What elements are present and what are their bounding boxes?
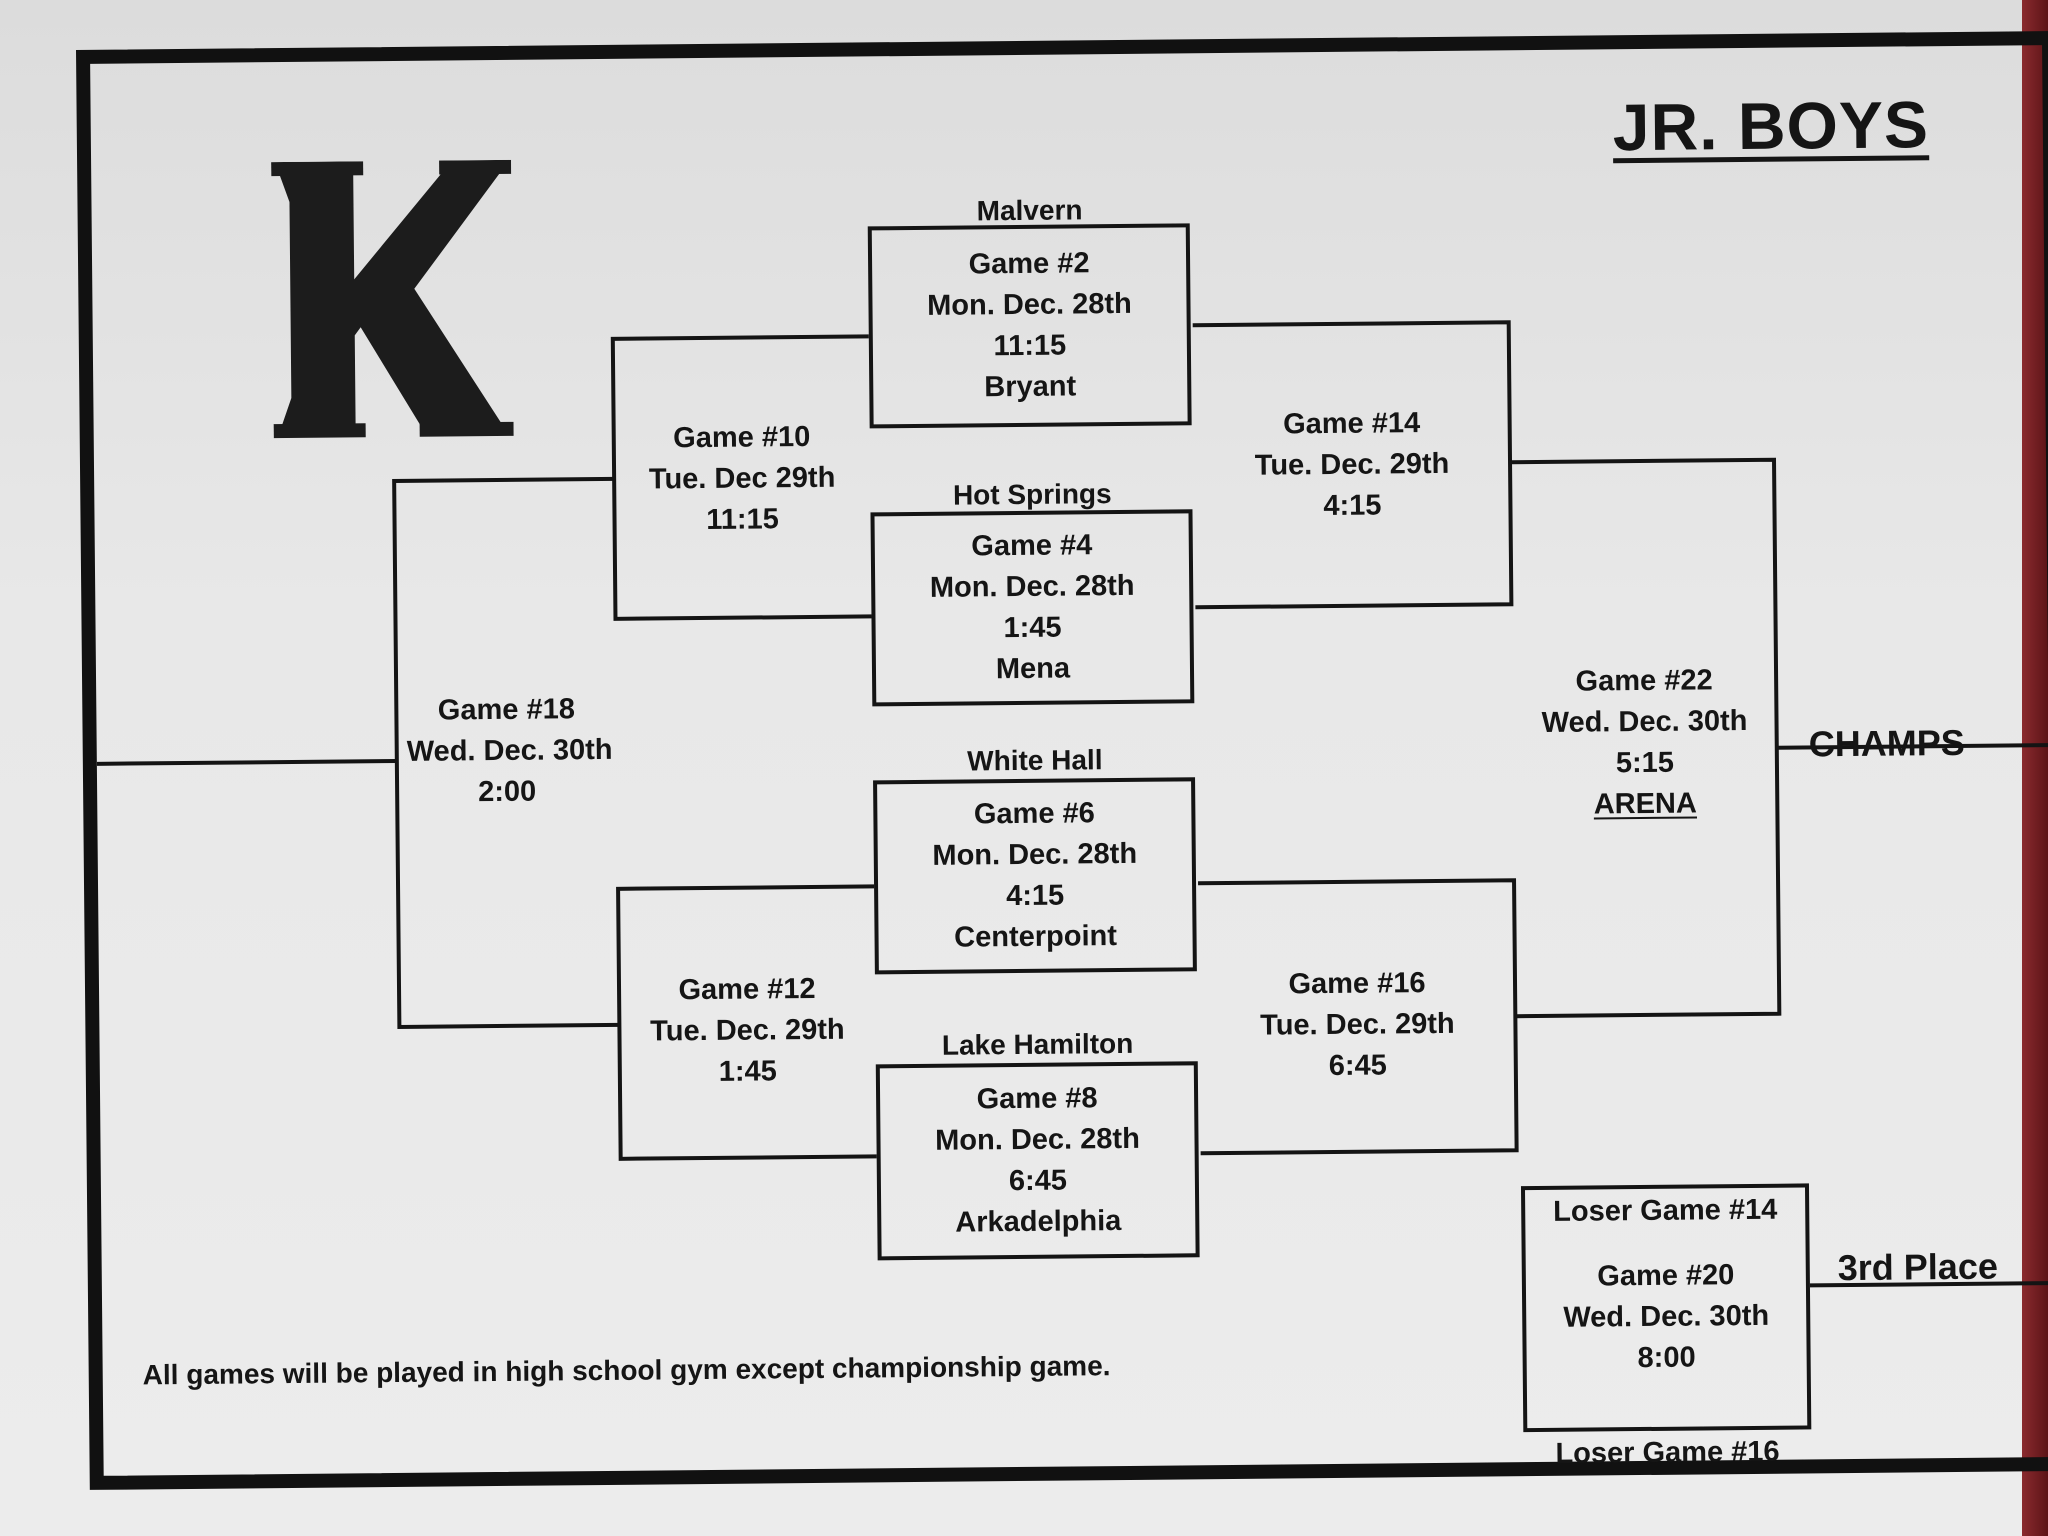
game-label-22: Game #22 Wed. Dec. 30th 5:15 ARENA	[1522, 660, 1768, 826]
game-box-2: Game #2 Mon. Dec. 28th 11:15 Bryant	[867, 223, 1192, 429]
loser-source-top: Loser Game #14	[1553, 1193, 1778, 1228]
game-date: Tue. Dec. 29th	[650, 1013, 845, 1048]
game-time: 11:15	[706, 503, 779, 536]
loser-source-bottom: Loser Game #16	[1555, 1435, 1780, 1470]
third-place-label: 3rd Place	[1837, 1245, 1999, 1289]
game-label-10: Game #10 Tue. Dec 29th 11:15	[624, 416, 861, 541]
game-time: 5:15	[1615, 746, 1675, 780]
game-number: Game #10	[673, 420, 811, 455]
team-label-top: Hot Springs	[952, 478, 1112, 511]
game-date: Wed. Dec. 30th	[406, 733, 613, 768]
game-number: Game #6	[973, 797, 1095, 831]
game-number: Game #4	[971, 529, 1093, 563]
game-date: Wed. Dec. 30th	[1541, 704, 1748, 739]
game-number: Game #16	[1288, 967, 1426, 1001]
game-number: Game #12	[678, 972, 816, 1007]
game-number: Game #2	[968, 247, 1090, 281]
champions-label: CHAMPS	[1808, 721, 1965, 765]
game-label-12: Game #12 Tue. Dec. 29th 1:45	[629, 968, 866, 1093]
table-edge	[2022, 0, 2048, 1536]
game-box-20: Loser Game #14 Game #20 Wed. Dec. 30th 8…	[1520, 1183, 1812, 1433]
team-label-top: White Hall	[967, 744, 1103, 777]
game-box-4: Game #4 Mon. Dec. 28th 1:45 Mena	[870, 509, 1195, 707]
game-venue: ARENA	[1593, 787, 1698, 821]
team-label-bottom: Bryant	[984, 370, 1077, 404]
game-number: Game #8	[976, 1082, 1098, 1116]
bracket-lines	[96, 320, 2048, 1288]
game-date: Wed. Dec. 30th	[1563, 1299, 1770, 1334]
game-label-18: Game #18 Wed. Dec. 30th 2:00	[406, 689, 613, 814]
game-date: Mon. Dec. 28th	[927, 287, 1132, 322]
page-border: JR. BOYS Malvern Game #2 Mon. Dec. 28	[76, 30, 2048, 1490]
game-number: Game #14	[1282, 407, 1421, 441]
team-label-top: Malvern	[976, 194, 1083, 227]
team-label-bottom: Arkadelphia	[955, 1205, 1122, 1239]
game-time: 6:45	[1008, 1164, 1068, 1198]
game-time: 4:15	[1005, 879, 1065, 913]
game-number: Game #22	[1575, 664, 1713, 698]
game-time: 1:45	[718, 1055, 778, 1088]
game-date: Tue. Dec. 29th	[1260, 1007, 1455, 1042]
game-label-16: Game #16 Tue. Dec. 29th 6:45	[1209, 962, 1506, 1088]
game-label-14: Game #14 Tue. Dec. 29th 4:15	[1203, 402, 1500, 528]
game-time: 1:45	[1003, 611, 1062, 645]
game-date: Mon. Dec. 28th	[932, 837, 1138, 872]
game-box-6: Game #6 Mon. Dec. 28th 4:15 Centerpoint	[873, 777, 1197, 975]
game-number: Game #20	[1597, 1259, 1735, 1293]
team-label-top: Lake Hamilton	[941, 1027, 1134, 1061]
game-box-8: Game #8 Mon. Dec. 28th 6:45 Arkadelphia	[875, 1061, 1200, 1261]
game-number: Game #18	[437, 693, 576, 727]
game-time: 4:15	[1323, 489, 1382, 523]
game-date: Mon. Dec. 28th	[935, 1122, 1140, 1157]
team-label-bottom: Mena	[995, 652, 1071, 686]
bracket-letter-k-logo	[271, 159, 514, 439]
team-label-bottom: Centerpoint	[954, 920, 1118, 954]
game-time: 8:00	[1637, 1341, 1696, 1375]
game-date: Tue. Dec. 29th	[1254, 447, 1450, 482]
game-date: Mon. Dec. 28th	[929, 569, 1135, 604]
game-time: 6:45	[1328, 1049, 1387, 1083]
game-date: Tue. Dec 29th	[648, 461, 836, 496]
game-time: 2:00	[477, 775, 537, 809]
game-time: 11:15	[993, 329, 1067, 363]
